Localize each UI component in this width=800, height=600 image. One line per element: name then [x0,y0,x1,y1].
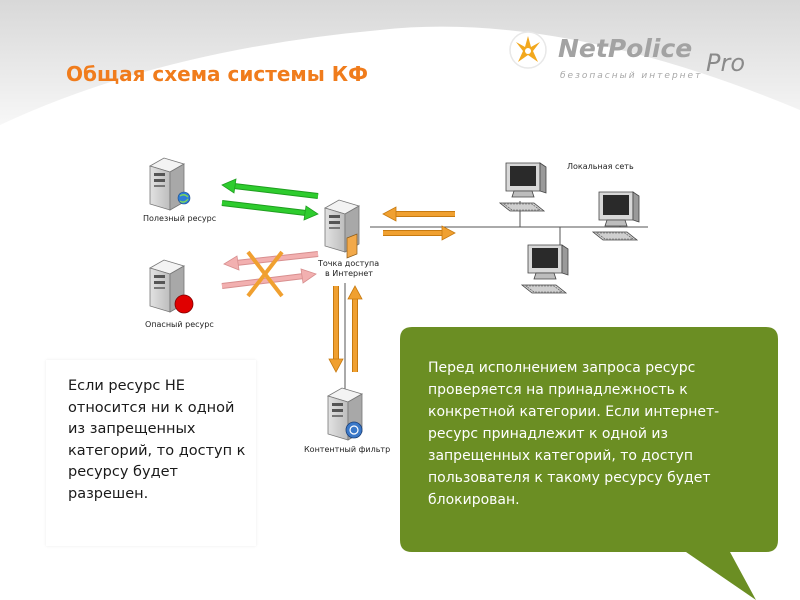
content-filter-label: Контентный фильтр [304,445,390,454]
blocked-note-callout: Перед исполнением запроса ресурс проверя… [400,327,778,600]
workstation-3-icon [521,244,569,294]
orange-arrow-access-to-lan [383,225,456,241]
allowed-note-box: Если ресурс НЕ относится ни к одной из з… [46,360,256,546]
local-network-label: Локальная сеть [567,162,634,171]
logo-name: NetPolice [558,34,692,63]
callout-shape [400,327,778,600]
green-arrow-lower [221,200,319,221]
green-arrow-upper [221,178,319,199]
workstation-2-icon [592,191,640,241]
slide-title: Общая схема системы КФ [66,62,368,86]
logo-name-part1: Net [558,34,608,63]
blocked-note-text: Перед исполнением запроса ресурс проверя… [428,360,720,508]
danger-indicator-icon [174,294,194,314]
workstation-1-icon [499,162,547,212]
allowed-note-text: Если ресурс НЕ относится ни к одной из з… [68,378,246,502]
access-point-label-line2: в Интернет [325,269,373,278]
logo-suffix: Pro [706,49,746,77]
dangerous-resource-label: Опасный ресурс [145,320,214,329]
access-point-label-line1: Точка доступа [317,259,379,268]
useful-resource-server-icon [149,157,191,211]
blocked-cross-icon [246,250,284,298]
logo-tagline: безопасный интернет [560,71,703,81]
useful-resource-label: Полезный ресурс [143,214,216,223]
netpolice-logo: NetPolice Pro безопасный интернет [508,30,768,90]
access-point-server-icon [324,199,360,259]
pink-arrow-lower [221,268,317,289]
netpolice-star-icon [509,31,547,69]
dangerous-resource-server-icon [149,259,194,314]
orange-arrow-lan-to-access [382,206,455,222]
content-filter-server-icon [327,387,363,441]
orange-arrow-filter-to-access [347,285,363,372]
logo-name-part2: Police [607,34,693,63]
orange-arrow-access-to-filter [328,286,344,373]
